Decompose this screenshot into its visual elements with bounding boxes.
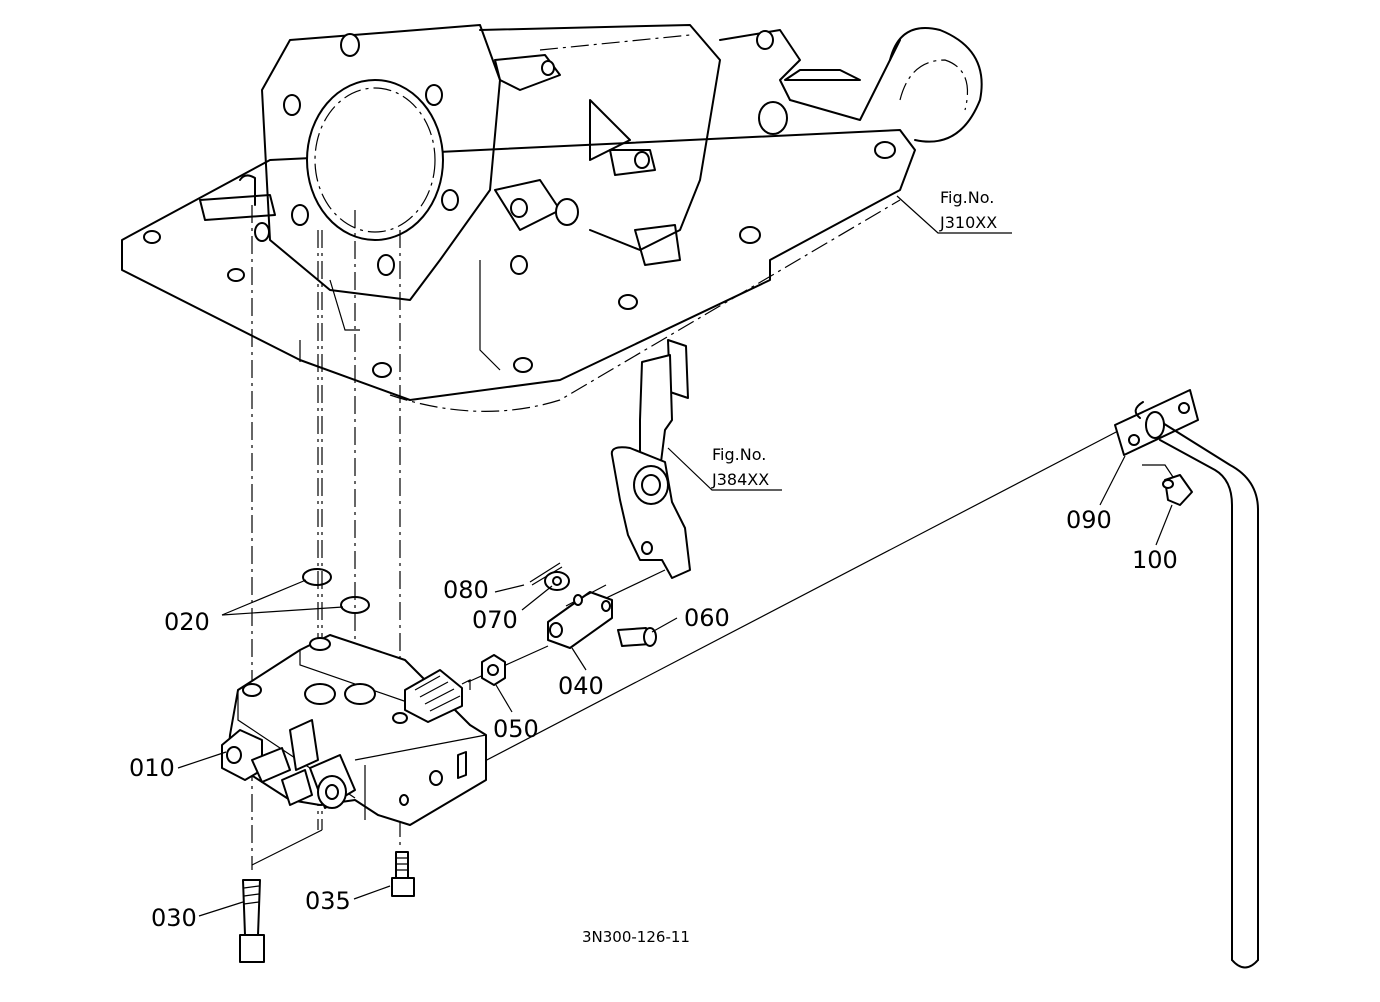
callout-050: 050: [493, 715, 539, 743]
fig-ref-label: Fig.No.: [940, 188, 994, 207]
lock-nut: [481, 654, 506, 686]
pipe-bolt: [1142, 464, 1193, 506]
hydraulic-pipe: [1114, 389, 1259, 969]
callout-040: 040: [558, 672, 604, 700]
clevis-pin: [617, 627, 657, 647]
callout-030: 030: [151, 904, 197, 932]
fig-ref-label: Fig.No.: [712, 445, 766, 464]
callout-080: 080: [443, 576, 489, 604]
fig-ref-code: J384XX: [711, 470, 769, 489]
control-valve: [221, 634, 487, 826]
callout-070: 070: [472, 606, 518, 634]
callout-090: 090: [1066, 506, 1112, 534]
joint-clevis: [547, 584, 613, 649]
drawing-code: 3N300-126-11: [582, 928, 690, 946]
fig-ref-code: J310XX: [939, 213, 997, 232]
washer-and-split-pin: [529, 562, 570, 591]
figure-ref-upper: Fig.No. J310XX: [896, 188, 1012, 234]
bolt-030: [239, 879, 265, 963]
callout-010: 010: [129, 754, 175, 782]
callout-060: 060: [684, 604, 730, 632]
part-callouts: 010 020 030 035 040 050 060 070 080 090 …: [129, 506, 1178, 932]
o-rings: [302, 568, 370, 614]
bolt-035: [391, 851, 415, 897]
callout-leaders: [177, 455, 1173, 917]
callout-020: 020: [164, 608, 210, 636]
callout-100: 100: [1132, 546, 1178, 574]
transmission-case-assembly: [121, 24, 983, 412]
lift-lever: Fig.No. J384XX: [610, 339, 782, 579]
callout-035: 035: [305, 887, 351, 915]
